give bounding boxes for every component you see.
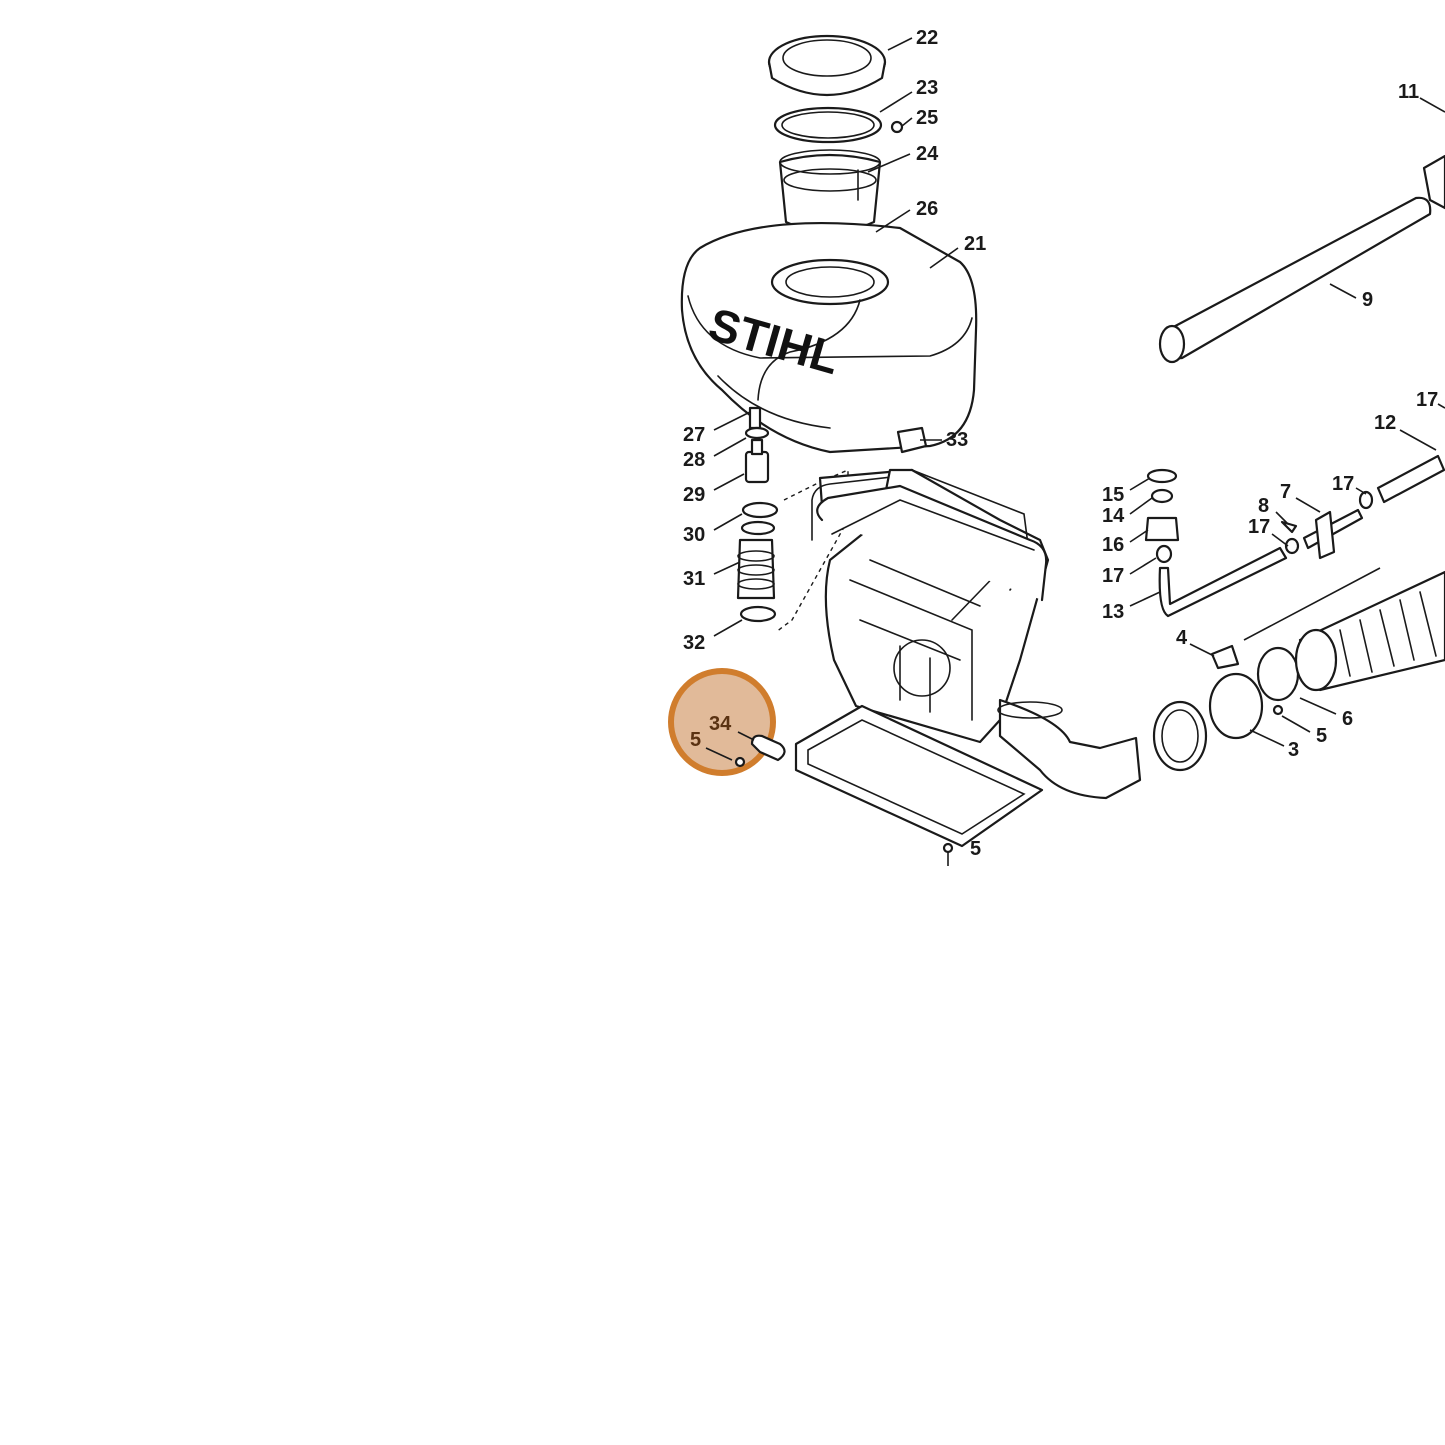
hose-clamp-part xyxy=(1208,672,1264,740)
bottom-screw-part xyxy=(942,842,954,866)
callout-17-left: 17 xyxy=(1102,565,1124,587)
callout-26: 26 xyxy=(916,198,938,220)
callout-29: 29 xyxy=(683,484,705,506)
callout-15: 15 xyxy=(1102,484,1124,506)
callout-3: 3 xyxy=(1288,739,1299,761)
clip-part xyxy=(1210,644,1240,670)
callout-5-bottom: 5 xyxy=(970,838,981,860)
cap-seal-ring-part xyxy=(773,106,883,144)
callout-4: 4 xyxy=(1176,627,1188,649)
callout-12: 12 xyxy=(1374,412,1396,434)
callout-31: 31 xyxy=(683,568,705,590)
callout-23: 23 xyxy=(916,77,938,99)
callout-17-right: 17 xyxy=(1332,473,1354,495)
highlight-circle xyxy=(668,668,776,776)
spray-tube-part xyxy=(1158,196,1432,364)
callout-32: 32 xyxy=(683,632,705,654)
callout-24: 24 xyxy=(916,143,939,165)
filter-basket-part xyxy=(778,149,882,234)
callout-27: 27 xyxy=(683,424,705,446)
metering-parts xyxy=(1144,454,1445,618)
callout-33: 33 xyxy=(946,429,968,451)
blower-housing-part xyxy=(811,468,1142,800)
callout-17-top: 17 xyxy=(1416,389,1438,411)
callout-21: 21 xyxy=(964,233,986,255)
callout-28: 28 xyxy=(683,449,705,471)
callout-8: 8 xyxy=(1258,495,1269,517)
highlight-label-34: 34 xyxy=(709,713,732,735)
tank-cap-part xyxy=(767,34,887,97)
callout-9: 9 xyxy=(1362,289,1373,311)
callout-labels: 22 23 25 24 26 21 11 9 17 12 27 28 29 30… xyxy=(683,27,1438,860)
callout-leaders xyxy=(713,37,1445,747)
callout-25: 25 xyxy=(916,107,938,129)
callout-17-mid: 17 xyxy=(1248,516,1270,538)
flex-hose-part xyxy=(1243,567,1445,692)
callout-7: 7 xyxy=(1280,481,1291,503)
callout-6: 6 xyxy=(1342,708,1353,730)
fuel-tank-part: STIHL xyxy=(680,222,978,454)
callout-22: 22 xyxy=(916,27,938,49)
callout-14: 14 xyxy=(1102,505,1125,527)
highlight-marker: 34 5 xyxy=(668,668,786,776)
callout-13: 13 xyxy=(1102,601,1124,623)
callout-30: 30 xyxy=(683,524,705,546)
base-plate-part xyxy=(794,704,1044,848)
coupling-part xyxy=(1422,154,1445,210)
callout-5-right: 5 xyxy=(1316,725,1327,747)
callout-16: 16 xyxy=(1102,534,1124,556)
clip-ring-part xyxy=(1256,646,1300,702)
fuel-fitting-stack xyxy=(736,406,849,633)
highlight-label-5: 5 xyxy=(690,729,701,751)
callout-11: 11 xyxy=(1398,81,1419,103)
small-screw-part xyxy=(890,120,904,134)
